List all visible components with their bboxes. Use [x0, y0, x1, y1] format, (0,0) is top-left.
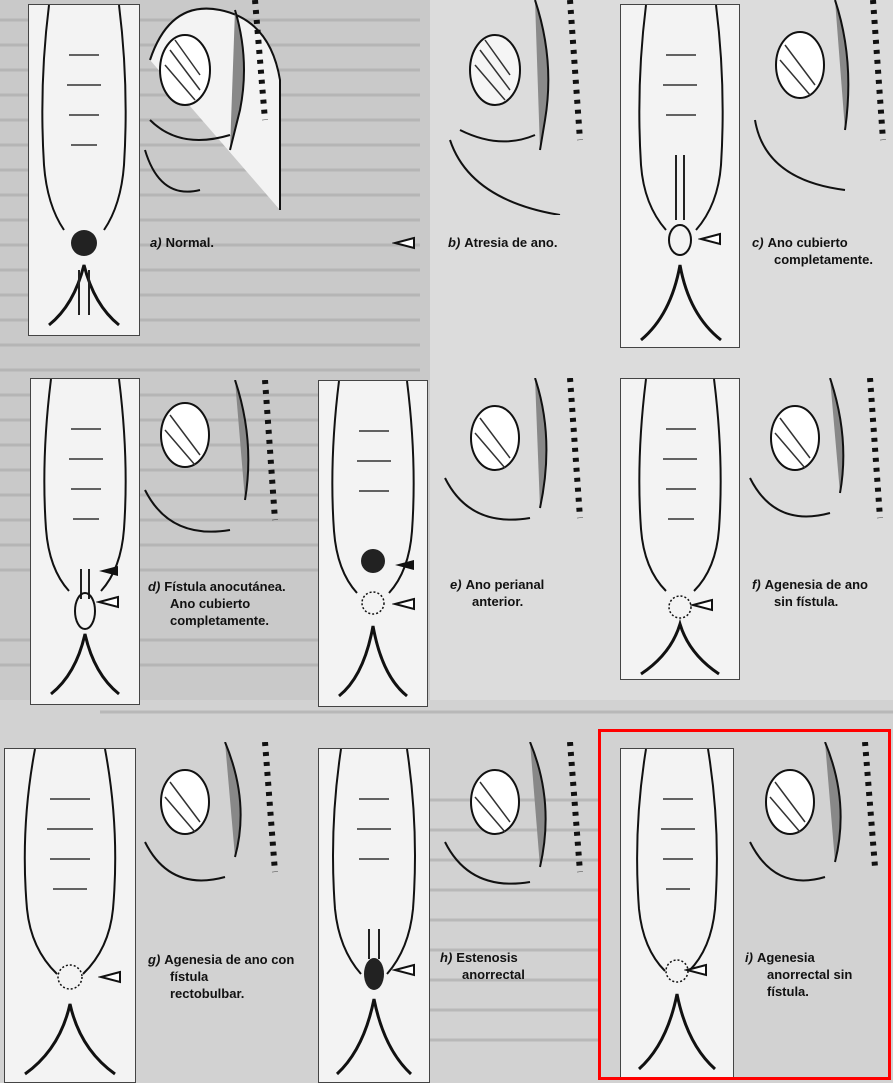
caption-i: i)Agenesia anorrectal sin fístula.	[745, 949, 852, 1000]
figure-h-perineum	[318, 748, 430, 1083]
arrow-icon	[392, 963, 416, 977]
arrow-icon	[392, 558, 416, 572]
figure-g-perineum	[4, 748, 136, 1083]
figure-c-perineum	[620, 4, 740, 348]
figure-h-sagittal	[440, 742, 600, 927]
figure-b-sagittal	[440, 0, 590, 215]
caption-b: b)Atresia de ano.	[448, 234, 557, 251]
caption-a: a)Normal.	[150, 234, 214, 251]
figure-e-sagittal	[440, 378, 600, 573]
figure-i-perineum	[620, 748, 734, 1078]
arrow-icon	[690, 598, 714, 612]
figure-a-perineum	[28, 4, 140, 336]
figure-e-perineum	[318, 380, 428, 707]
figure-g-sagittal	[140, 742, 300, 927]
figure-d-perineum	[30, 378, 140, 705]
caption-d: d)Fístula anocutánea. Ano cubierto compl…	[148, 578, 286, 629]
figure-f-sagittal	[745, 378, 893, 573]
arrow-icon	[392, 236, 416, 250]
caption-f: f)Agenesia de ano sin fístula.	[752, 576, 868, 610]
caption-e: e)Ano perianal anterior.	[450, 576, 544, 610]
caption-g: g)Agenesia de ano con fístula rectobulba…	[148, 951, 294, 1002]
caption-c: c)Ano cubierto completamente.	[752, 234, 873, 268]
arrow-icon	[698, 232, 722, 246]
arrow-icon	[96, 564, 120, 578]
figure-a-sagittal	[140, 0, 285, 210]
arrow-icon	[392, 597, 416, 611]
caption-h: h)Estenosis anorrectal	[440, 949, 525, 983]
arrow-icon	[96, 595, 120, 609]
figure-d-sagittal	[140, 380, 295, 575]
figure-f-perineum	[620, 378, 740, 680]
figure-i-sagittal	[745, 742, 890, 927]
figure-c-sagittal	[745, 0, 893, 210]
arrow-icon	[98, 970, 122, 984]
arrow-icon	[684, 963, 708, 977]
